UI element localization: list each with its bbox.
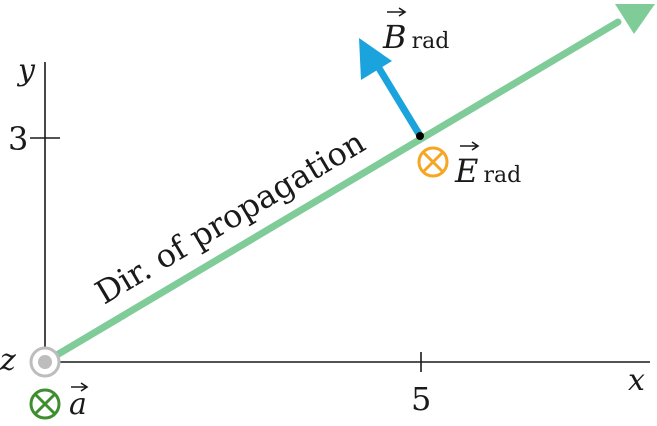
x-axis-label: x [628,363,645,398]
propagation-arrow-shaft [41,18,622,366]
z-axis-label: z [0,343,16,378]
e-rad-subscript: rad [483,163,521,188]
b-rad-label: B rad [382,18,449,56]
b-rad-vector-hat [387,7,407,17]
x-tick-label: 5 [411,380,431,418]
y-axis-label: y [16,53,36,88]
b-rad-subscript: rad [412,29,450,54]
y-tick-label: 3 [8,120,28,158]
a-into-page-icon [29,388,61,420]
origin-point-of-b [416,132,424,140]
propagation-arrow-head [615,4,655,34]
b-rad-symbol: B [382,18,407,56]
e-rad-into-page-icon [417,146,449,178]
e-rad-vector-hat [460,141,480,151]
b-rad-arrow-head [359,38,392,80]
a-vector-hat [71,382,89,392]
e-rad-label: E rad [454,152,521,190]
propagation-label: Dir. of propagation [89,123,372,312]
e-rad-symbol: E [454,152,478,190]
b-rad-arrow-shaft [371,58,422,136]
z-axis-out-of-page-icon [29,346,61,378]
a-label: a [69,387,87,422]
